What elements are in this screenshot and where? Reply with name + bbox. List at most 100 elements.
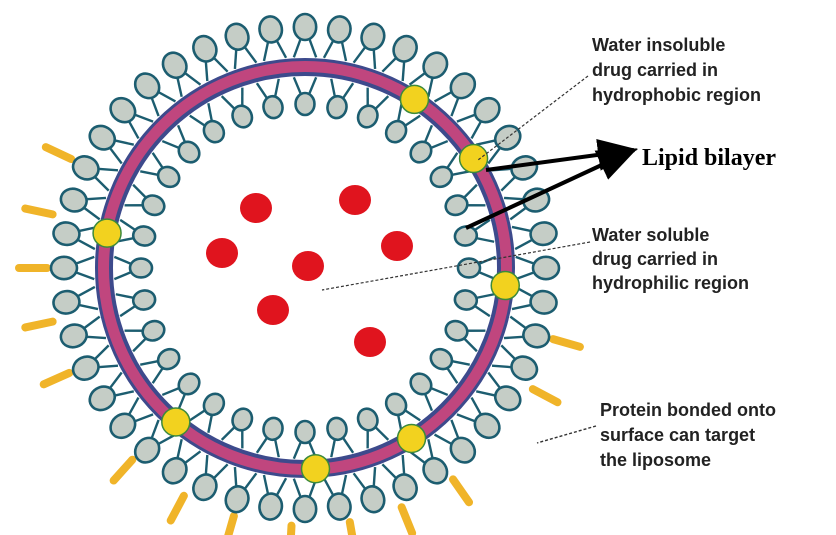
- label-water-soluble-line: hydrophilic region: [592, 273, 749, 293]
- lipid-head-inner-icon: [262, 95, 285, 120]
- label-water-insoluble: Water insoluble drug carried in hydropho…: [592, 35, 761, 105]
- lipid-head-outer-icon: [258, 15, 284, 44]
- surface-protein-icon: [226, 516, 234, 535]
- yellow-drug-particle-icon: [302, 455, 330, 483]
- lipid-head-inner-icon: [154, 163, 183, 191]
- lipid-head-outer-icon: [529, 221, 558, 247]
- lipid-head-outer-icon: [58, 322, 89, 351]
- lipid-head-inner-icon: [382, 390, 410, 419]
- label-water-soluble: Water soluble drug carried in hydrophili…: [592, 225, 749, 293]
- yellow-drug-particle-icon: [162, 408, 190, 436]
- lipid-head-inner-icon: [406, 369, 435, 398]
- lipid-head-outer-icon: [419, 454, 452, 488]
- lipid-head-outer-icon: [470, 93, 504, 127]
- lipid-head-outer-icon: [85, 382, 119, 415]
- lipid-head-outer-icon: [223, 484, 252, 515]
- lipid-head-outer-icon: [294, 496, 316, 522]
- yellow-drug-particle-icon: [400, 85, 428, 113]
- label-water-insoluble-line: Water insoluble: [592, 35, 725, 55]
- lipid-head-outer-icon: [529, 289, 558, 315]
- lipid-head-inner-icon: [154, 345, 183, 373]
- yellow-drug-particle-icon: [491, 272, 519, 300]
- lipid-head-outer-icon: [359, 484, 388, 515]
- lipid-head-outer-icon: [419, 48, 452, 82]
- red-drug-particle-icon: [381, 231, 413, 261]
- yellow-drug-particle-icon: [398, 424, 426, 452]
- surface-protein-icon: [46, 147, 71, 159]
- lipid-head-outer-icon: [58, 186, 89, 215]
- lipid-head-outer-icon: [158, 48, 191, 82]
- surface-protein-icon: [533, 389, 558, 402]
- lipid-head-outer-icon: [106, 93, 140, 127]
- lipid-head-inner-icon: [130, 259, 152, 278]
- lipid-head-inner-icon: [175, 369, 204, 398]
- lipid-head-inner-icon: [262, 416, 285, 441]
- yellow-drug-particle-icon: [93, 219, 121, 247]
- pointer-lines: [322, 76, 634, 443]
- label-protein-line: Protein bonded onto: [600, 400, 776, 420]
- lipid-head-outer-icon: [158, 454, 191, 488]
- label-water-soluble-line: Water soluble: [592, 225, 709, 245]
- lipid-head-outer-icon: [223, 21, 252, 52]
- lipid-head-outer-icon: [446, 69, 480, 103]
- lipid-head-inner-icon: [453, 225, 478, 248]
- label-lipid-bilayer: Lipid bilayer: [642, 145, 776, 171]
- surface-protein-icon: [25, 209, 52, 215]
- lipid-head-inner-icon: [427, 345, 456, 373]
- lipid-head-inner-icon: [427, 163, 456, 191]
- surface-protein-icon: [553, 339, 580, 347]
- surface-protein-icon: [350, 522, 355, 535]
- lipid-head-inner-icon: [175, 138, 204, 167]
- surface-protein-icon: [25, 322, 52, 328]
- red-drug-particle-icon: [257, 295, 289, 325]
- lipid-head-inner-icon: [296, 93, 315, 115]
- lipid-head-inner-icon: [326, 416, 349, 441]
- surface-protein-icon: [402, 507, 412, 533]
- lipid-head-outer-icon: [52, 221, 81, 247]
- lipid-head-inner-icon: [296, 421, 315, 443]
- yellow-drug-particle-icon: [460, 145, 488, 173]
- label-protein-line: the liposome: [600, 450, 711, 470]
- surface-protein-icon: [44, 373, 70, 384]
- lipid-head-outer-icon: [470, 409, 504, 443]
- lipid-head-inner-icon: [453, 289, 478, 312]
- label-water-insoluble-line: hydrophobic region: [592, 85, 761, 105]
- pointer-protein: [537, 426, 596, 443]
- surface-protein-icon: [453, 479, 469, 502]
- lipid-head-outer-icon: [491, 382, 525, 415]
- red-drug-particle-icon: [206, 238, 238, 268]
- label-protein-line: surface can target: [600, 425, 755, 445]
- hydrophilic-drug-particles: [206, 185, 413, 357]
- red-drug-particle-icon: [292, 251, 324, 281]
- lipid-head-inner-icon: [326, 95, 349, 120]
- label-water-insoluble-line: drug carried in: [592, 60, 718, 80]
- red-drug-particle-icon: [354, 327, 386, 357]
- lipid-head-inner-icon: [132, 289, 157, 312]
- lipid-head-inner-icon: [406, 138, 435, 167]
- lipid-head-inner-icon: [200, 390, 228, 419]
- label-water-soluble-line: drug carried in: [592, 249, 718, 269]
- lipid-head-outer-icon: [294, 14, 316, 40]
- lipid-head-outer-icon: [359, 21, 388, 52]
- lipid-head-inner-icon: [132, 225, 157, 248]
- surface-protein-icon: [114, 460, 133, 481]
- red-drug-particle-icon: [240, 193, 272, 223]
- label-protein: Protein bonded onto surface can target t…: [600, 400, 781, 470]
- lipid-head-outer-icon: [51, 257, 77, 279]
- lipid-head-outer-icon: [130, 69, 164, 103]
- lipid-head-outer-icon: [106, 409, 140, 443]
- lipid-head-outer-icon: [258, 492, 284, 521]
- lipid-head-outer-icon: [52, 289, 81, 315]
- lipid-head-outer-icon: [446, 433, 480, 467]
- lipid-head-inner-icon: [382, 117, 410, 146]
- surface-protein-icon: [171, 496, 184, 521]
- lipid-head-outer-icon: [85, 121, 119, 154]
- surface-protein-icon: [290, 526, 291, 535]
- lipid-head-inner-icon: [458, 259, 480, 278]
- lipid-head-inner-icon: [200, 117, 228, 146]
- lipid-head-outer-icon: [533, 257, 559, 279]
- lipid-head-outer-icon: [326, 492, 352, 521]
- lipid-head-outer-icon: [521, 322, 552, 351]
- red-drug-particle-icon: [339, 185, 371, 215]
